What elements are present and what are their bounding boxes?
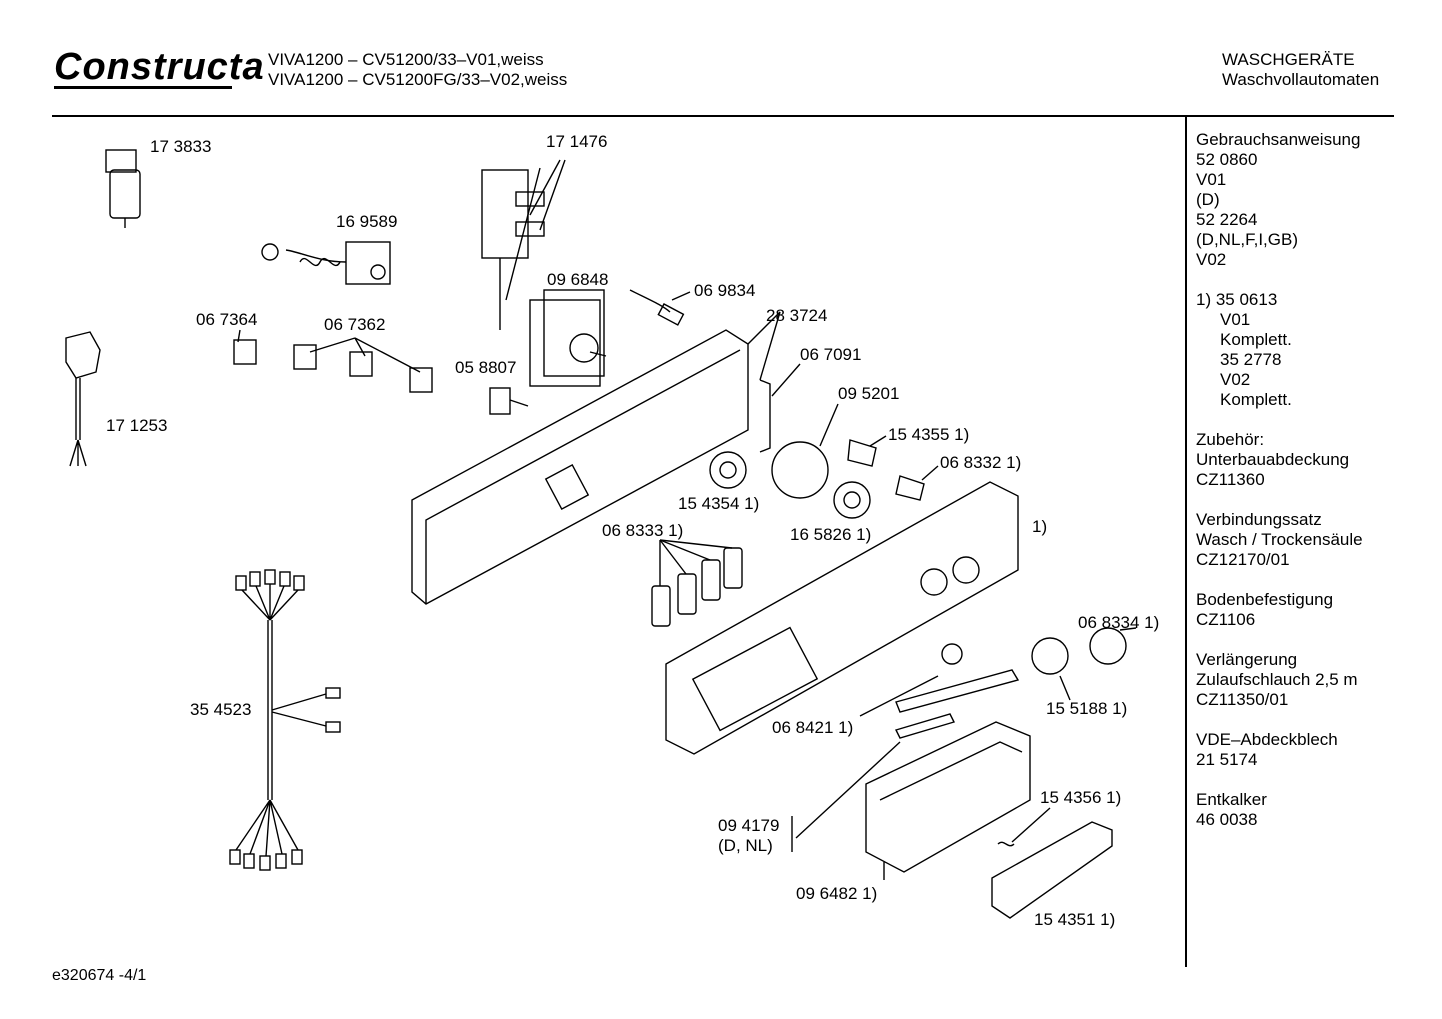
sidebar-line: VDE–Abdeckblech — [1196, 730, 1338, 749]
part-label: 15 4356 1) — [1040, 788, 1122, 807]
sidebar-line: V01 — [1196, 170, 1227, 189]
sidebar-line: V02 — [1220, 370, 1251, 389]
sidebar-line: V02 — [1196, 250, 1227, 269]
sidebar-line: Verbindungssatz — [1196, 510, 1322, 529]
programme-timer-part — [529, 289, 607, 387]
drawer-flap-part — [991, 807, 1113, 919]
sidebar-block-vde-cover: VDE–Abdeckblech 21 5174 — [1196, 730, 1363, 770]
part-label: 17 1253 — [106, 416, 168, 435]
sidebar-line: CZ12170/01 — [1196, 550, 1290, 569]
part-label: 16 9589 — [336, 212, 398, 231]
sidebar-line: CZ11360 — [1196, 470, 1265, 489]
sidebar-line: 52 0860 — [1196, 150, 1258, 169]
part-label: 1) — [1032, 517, 1048, 536]
sidebar-line: CZ11350/01 — [1196, 690, 1289, 709]
light-guide-part — [759, 363, 801, 453]
part-label: 09 6848 — [547, 270, 609, 289]
sidebar-block-descaler: Entkalker 46 0038 — [1196, 790, 1363, 830]
sidebar-block-connection-kit: Verbindungssatz Wasch / Trockensäule CZ1… — [1196, 510, 1363, 570]
cover-strip-part — [859, 669, 1020, 739]
model-line-1: VIVA1200 – CV51200/33–V01,weiss — [268, 50, 544, 69]
mains-plug-part — [65, 331, 101, 467]
sidebar-block-accessory: Zubehör: Unterbauabdeckung CZ11360 — [1196, 430, 1363, 490]
sidebar-line: Bodenbefestigung — [1196, 590, 1334, 609]
spring-clip-parts — [847, 435, 939, 501]
control-panel-frame-part — [411, 311, 781, 605]
sidebar-line: Zubehör: — [1196, 430, 1265, 449]
sidebar-line: Zulaufschlauch 2,5 m — [1196, 670, 1358, 689]
wiring-harness-part — [229, 569, 341, 871]
part-label: 05 8807 — [455, 358, 517, 377]
part-label: 06 8332 1) — [940, 453, 1022, 472]
sidebar-line: 35 2778 — [1220, 350, 1282, 369]
knob-carrier-part — [771, 403, 839, 499]
capacitor-part — [105, 149, 141, 228]
part-label: 17 1476 — [546, 132, 608, 151]
part-label: 09 5201 — [838, 384, 900, 403]
sidebar-line: Komplett. — [1220, 390, 1292, 409]
sidebar-line: 46 0038 — [1196, 810, 1258, 829]
programme-knob-parts — [941, 627, 1137, 701]
part-label: 06 8334 1) — [1078, 613, 1160, 632]
sidebar-block-complete: 1) 35 0613 V01 Komplett. 35 2778 V02 Kom… — [1196, 290, 1363, 410]
rocker-button-parts — [651, 539, 743, 627]
pressure-switch-part — [481, 159, 566, 330]
part-label: 15 4354 1) — [678, 494, 760, 513]
detergent-drawer-part — [795, 721, 1031, 880]
sidebar-block-extension-hose: Verlängerung Zulaufschlauch 2,5 m CZ1135… — [1196, 650, 1363, 710]
sidebar-line: Verlängerung — [1196, 650, 1298, 669]
part-label: 28 3724 — [766, 306, 828, 325]
document-id: e320674 -4/1 — [52, 967, 147, 984]
potentiometer-part — [489, 387, 529, 415]
sidebar-line: CZ1106 — [1196, 610, 1256, 629]
part-label: 06 7091 — [800, 345, 862, 364]
sidebar-block-floor-fixing: Bodenbefestigung CZ1106 — [1196, 590, 1363, 630]
part-label: 06 7362 — [324, 315, 386, 334]
sidebar-line: 1) 35 0613 — [1196, 290, 1278, 309]
part-label: 06 8333 1) — [602, 521, 684, 540]
part-label: 17 3833 — [150, 137, 212, 156]
part-label: (D, NL) — [718, 836, 773, 855]
sidebar-line: (D,NL,F,I,GB) — [1196, 230, 1299, 249]
selector-switch-part — [261, 241, 391, 285]
part-label: 16 5826 1) — [790, 525, 872, 544]
sidebar-line: Gebrauchsanweisung — [1196, 130, 1361, 149]
part-label: 06 7364 — [196, 310, 258, 329]
sidebar-divider — [1185, 117, 1187, 967]
category-title: WASCHGERÄTE — [1222, 50, 1355, 69]
sidebar-line: 21 5174 — [1196, 750, 1258, 769]
part-label: 06 9834 — [694, 281, 756, 300]
part-label: 15 4351 1) — [1034, 910, 1116, 929]
part-label: 35 4523 — [190, 700, 252, 719]
sidebar-line: 52 2264 — [1196, 210, 1258, 229]
part-label: 09 4179 — [718, 816, 780, 835]
brand-logo-underline — [54, 86, 232, 89]
rotary-knob-parts — [709, 451, 871, 519]
header-divider — [52, 115, 1394, 117]
fascia-panel-part — [665, 481, 1019, 755]
model-line-2: VIVA1200 – CV51200FG/33–V02,weiss — [268, 70, 568, 89]
sidebar-line: Komplett. — [1220, 330, 1292, 349]
sidebar-line: V01 — [1220, 310, 1251, 329]
sidebar-line: Unterbauabdeckung — [1196, 450, 1350, 469]
sidebar-block-manual: Gebrauchsanweisung 52 0860 V01 (D) 52 22… — [1196, 130, 1363, 270]
part-label: 15 4355 1) — [888, 425, 970, 444]
sidebar-notes: Gebrauchsanweisung 52 0860 V01 (D) 52 22… — [1196, 130, 1363, 850]
part-label: 15 5188 1) — [1046, 699, 1128, 718]
part-label: 09 6482 1) — [796, 884, 878, 903]
sidebar-line: Entkalker — [1196, 790, 1267, 809]
sidebar-line: Wasch / Trockensäule — [1196, 530, 1363, 549]
brand-logo: Constructa — [54, 46, 265, 88]
sidebar-line: (D) — [1196, 190, 1220, 209]
part-label: 06 8421 1) — [772, 718, 854, 737]
indicator-lamp-part — [629, 289, 691, 326]
push-switches-part — [233, 329, 433, 393]
category-subtitle: Waschvollautomaten — [1222, 70, 1380, 89]
